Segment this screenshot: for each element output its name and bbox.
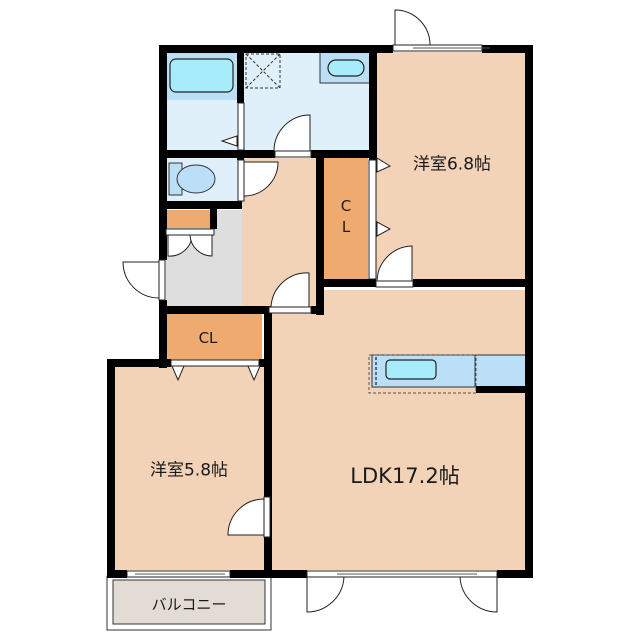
door-swing-room1	[376, 245, 413, 282]
door-swing-ldk-left	[306, 576, 345, 613]
balcony-area	[112, 579, 266, 625]
room1-area	[376, 52, 526, 284]
door-swing-hallway-ldk	[270, 272, 310, 308]
ldk-area	[270, 290, 526, 570]
ldk-upper	[320, 290, 526, 300]
doors	[122, 9, 498, 613]
kitchen-counter-outline	[368, 354, 477, 394]
door-swing-entrance	[122, 261, 160, 299]
wash-basin-icon	[327, 59, 365, 77]
room2-area	[114, 366, 264, 570]
fixtures	[168, 51, 527, 394]
room-label-ldk: LDK17.2帖	[350, 464, 460, 488]
door-swing-washroom	[273, 114, 311, 152]
door-swing-toilet	[243, 161, 279, 197]
washing-machine-space-icon	[245, 53, 281, 89]
door-swing-room1-top	[394, 9, 431, 46]
closet-horizontal-label: CL	[198, 329, 218, 347]
room-fills	[106, 52, 526, 631]
door-swing-ldk-right	[459, 576, 498, 613]
closet-vertical-label-l: L	[341, 218, 351, 236]
closet-vertical-area	[324, 158, 368, 284]
shoe-closet-top	[166, 210, 210, 228]
closet-vertical-label-c: C	[340, 197, 352, 215]
toilet-bowl-icon	[176, 164, 216, 194]
kitchen-sink-icon	[385, 359, 437, 380]
balcony-label: バルコニー	[151, 595, 227, 614]
walls	[107, 45, 533, 578]
room-label-western-5-8: 洋室5.8帖	[149, 460, 229, 481]
closet-horizontal-area	[166, 314, 262, 360]
bathtub-icon	[169, 58, 234, 93]
room-label-western-6-8: 洋室6.8帖	[412, 154, 492, 175]
door-swing-room2	[227, 498, 265, 536]
